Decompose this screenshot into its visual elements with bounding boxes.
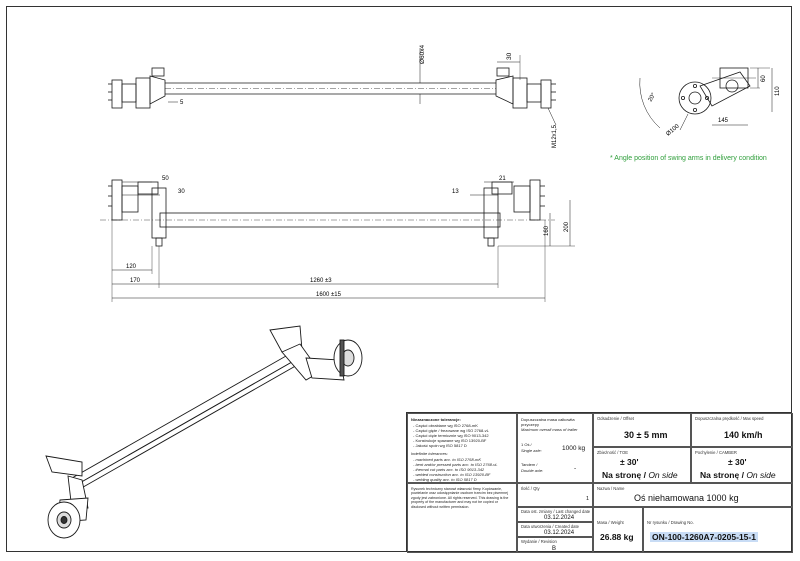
tol-pl-1: - Części obrabiane wg ISO 2768-mK xyxy=(413,423,478,428)
single-axle-value: 1000 kg xyxy=(562,445,586,452)
offset-cell: Odsadzenie / Offset 30 ± 5 mm xyxy=(593,413,691,447)
tol-en-1: - machined parts acc. to ISO 2768-mK xyxy=(413,457,482,462)
created-label: Data utworzenia / Created date xyxy=(521,524,579,529)
title-block: Niezaznaczone tolerancje: - Części obrab… xyxy=(406,412,793,553)
qty-cell: Ilość / Qty 1 xyxy=(517,483,593,507)
single-label-en: Single axle: xyxy=(521,448,542,453)
created-value: 03.12.2024 xyxy=(544,530,575,536)
dim-200: 200 xyxy=(564,221,570,232)
camber-side-pl: Na stronę xyxy=(700,470,740,480)
tandem-label-pl: Tandem / xyxy=(521,462,538,467)
weight-value: 26.88 kg xyxy=(600,532,634,542)
side-view xyxy=(639,67,773,131)
tol-en-4: - welded construction acc. to ISO 13920-… xyxy=(413,472,491,477)
tolerances-header: Niezaznaczone tolerancje: xyxy=(411,417,461,422)
offset-value: 30 ± 5 mm xyxy=(624,430,668,440)
dim-120: 120 xyxy=(126,264,137,270)
offset-label: Odsadzenie / Offset xyxy=(597,416,634,421)
toe-value: ± 30' xyxy=(620,457,639,467)
created-cell: Data utworzenia / Created date 03.12.202… xyxy=(517,522,593,537)
weight-label: Masa / Weight xyxy=(597,520,624,525)
modified-cell: Data ost. zmiany / Last changed date 03.… xyxy=(517,507,593,522)
camber-value: ± 30' xyxy=(728,457,747,467)
tol-pl-5: - Jakość spoin wg ISO 5817 D xyxy=(413,443,467,448)
legal-cell: Rysunek techniczny stanowi własność firm… xyxy=(407,483,517,553)
drawing-no-label: Nr rysunku / Drawing No. xyxy=(647,520,694,525)
dim-angle: 20° xyxy=(648,92,658,103)
dim-thread: M12x1,5 xyxy=(552,124,558,148)
part-name: Oś niehamowana 1000 kg xyxy=(634,493,739,503)
single-label-pl: 1 Oś / xyxy=(521,442,532,447)
camber-label: Pochylenie / CAMBER xyxy=(695,450,737,455)
tandem-value: - xyxy=(574,465,577,472)
tolerances-cell: Niezaznaczone tolerancje: - Części obrab… xyxy=(407,413,517,483)
dim-tube: Ø60x4 xyxy=(419,44,426,64)
legal-text: Rysunek techniczny stanowi własność firm… xyxy=(411,487,509,509)
dim-1260: 1260 ±3 xyxy=(310,278,332,284)
camber-side-en: On side xyxy=(746,470,776,480)
toe-cell: Zbieżność / TOE ± 30' Na stronę / On sid… xyxy=(593,447,691,483)
toe-side: Na stronę / On side xyxy=(602,470,678,480)
dim-50: 50 xyxy=(162,176,169,182)
speed-cell: Dopuszczalna prędkość / Max speed 140 km… xyxy=(691,413,793,447)
qty-value: 1 xyxy=(586,496,590,502)
drawing-no-value: ON-100-1260A7-0205-15-1 xyxy=(650,532,758,542)
dim-170: 170 xyxy=(130,278,141,284)
dim-60: 60 xyxy=(761,75,767,82)
camber-side: Na stronę / On side xyxy=(700,470,776,480)
modified-value: 03.12.2024 xyxy=(544,515,575,521)
dim-145: 145 xyxy=(718,118,729,124)
speed-label: Dopuszczalna prędkość / Max speed xyxy=(695,416,764,421)
revision-cell: Wydanie / Revision B xyxy=(517,537,593,553)
mass-label-pl: Dopuszczalna masa całkowita przyczepy xyxy=(521,417,575,427)
dim-13: 13 xyxy=(452,189,459,195)
weight-cell: Masa / Weight 26.88 kg xyxy=(593,507,643,553)
dim-30: 30 xyxy=(178,189,185,195)
modified-label: Data ost. zmiany / Last changed date xyxy=(521,509,591,514)
dim-offset-30: 30 xyxy=(506,52,513,60)
tol-pl-2: - Części gięte / frezowane wg ISO 2768-v… xyxy=(413,428,489,433)
dim-5: 5 xyxy=(180,100,184,106)
dim-160: 160 xyxy=(544,225,550,236)
mass-label-en: Maximum overall mass of trailer xyxy=(521,427,578,432)
drawing-no-cell: Nr rysunku / Drawing No. ON-100-1260A7-0… xyxy=(643,507,793,553)
drawing-no-wrap: ON-100-1260A7-0205-15-1 xyxy=(650,532,758,542)
speed-value: 140 km/h xyxy=(724,430,763,440)
front-view xyxy=(100,179,575,302)
dim-dia100: Ø100 xyxy=(665,123,681,137)
tol-en-header: Indefinite tolerances: xyxy=(411,451,448,456)
swing-arm-note: * Angle position of swing arms in delive… xyxy=(610,155,767,162)
tol-en-5: - welding quality acc. to ISO 5817 D xyxy=(413,477,477,482)
tol-pl-4: - Konstrukcje spawane wg ISO 13920-BF xyxy=(413,438,487,443)
toe-side-en: On side xyxy=(648,470,678,480)
name-cell: Nazwa / Name Oś niehamowana 1000 kg xyxy=(593,483,793,507)
camber-cell: Pochylenie / CAMBER ± 30' Na stronę / On… xyxy=(691,447,793,483)
tol-en-3: - thermal cut parts acc. to ISO 9013-342 xyxy=(413,467,485,472)
tol-pl-3: - Części cięte termicznie wg ISO 9013-34… xyxy=(413,433,489,438)
dim-21: 21 xyxy=(499,176,506,182)
toe-side-pl: Na stronę xyxy=(602,470,642,480)
tandem-label-en: Double axle: xyxy=(521,468,544,473)
mass-cell: Dopuszczalna masa całkowita przyczepy Ma… xyxy=(517,413,593,483)
toe-label: Zbieżność / TOE xyxy=(597,450,629,455)
sheet-border xyxy=(6,6,792,552)
isometric-view xyxy=(45,325,363,539)
revision-value: B xyxy=(552,546,557,552)
tol-en-2: - bent and/or pressed parts acc. to ISO … xyxy=(413,462,498,467)
qty-label: Ilość / Qty xyxy=(521,486,540,491)
revision-label: Wydanie / Revision xyxy=(521,539,557,544)
dim-1600: 1600 ±15 xyxy=(316,292,342,298)
top-view xyxy=(108,48,557,126)
name-label: Nazwa / Name xyxy=(597,486,625,491)
dim-110: 110 xyxy=(775,86,781,96)
